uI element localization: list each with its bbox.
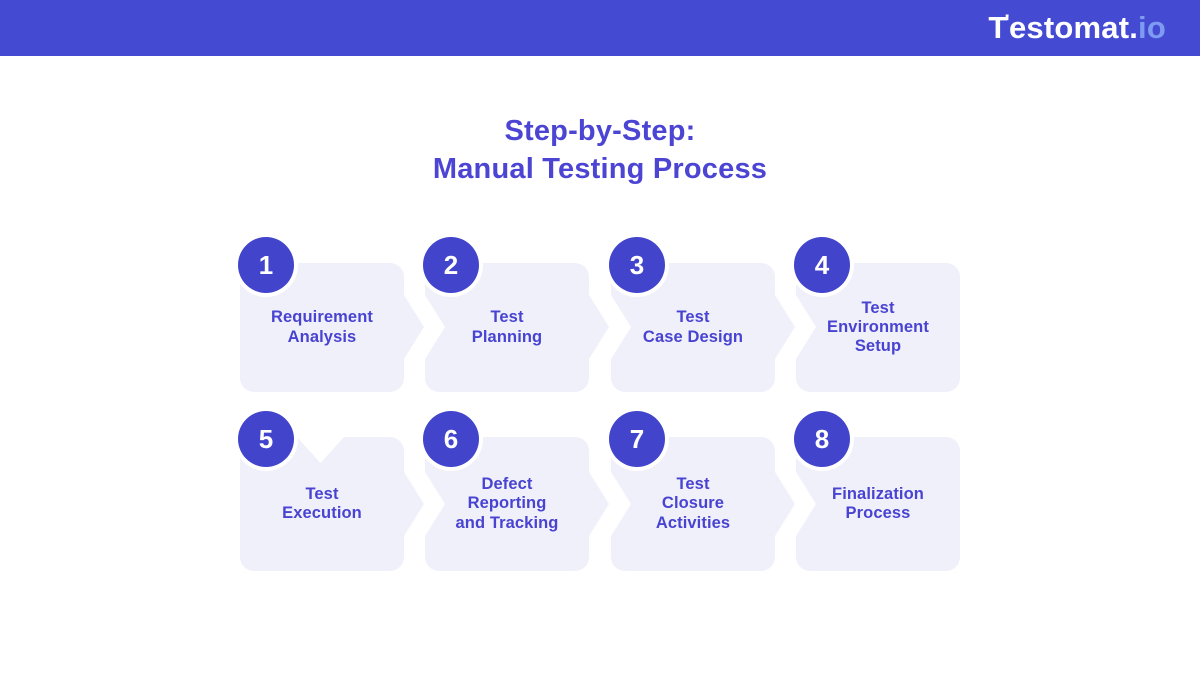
chevron-notch <box>796 472 816 536</box>
logo-tick-icon: ' <box>1004 10 1010 35</box>
step-card-1: 1 Requirement Analysis <box>238 237 424 392</box>
step-number-3: 3 <box>629 249 645 280</box>
step-number-7: 7 <box>629 423 645 454</box>
page-title-line-2: Manual Testing Process <box>432 153 768 185</box>
step-card-3: 3 Test Case Design <box>609 237 795 392</box>
step-number-badge-5: 5 <box>238 411 294 467</box>
step-number-badge-4: 4 <box>794 237 850 293</box>
header-bar: T'estomat.io <box>0 0 1200 56</box>
chevron-notch <box>796 295 816 359</box>
step-label-6: Defect Reporting and Tracking <box>455 475 559 532</box>
step-card-7: 7 Test Closure Activities <box>609 411 795 571</box>
step-label-2: Test Planning <box>471 308 543 346</box>
chevron-notch <box>425 295 445 359</box>
step-label-1: Requirement Analysis <box>271 308 373 346</box>
arrow-right-connector <box>404 472 424 536</box>
step-card-4: 4 Test Environment Setup <box>794 237 960 392</box>
page-title: Step-by-Step: Manual Testing Process <box>0 112 1200 188</box>
logo-t: T <box>988 10 1008 45</box>
arrow-right-connector <box>775 472 795 536</box>
logo-suffix: io <box>1138 10 1166 45</box>
step-number-5: 5 <box>258 423 274 454</box>
step-number-1: 1 <box>258 249 274 280</box>
step-card-6: 6 Defect Reporting and Tracking <box>423 411 609 571</box>
step-number-6: 6 <box>443 423 459 454</box>
step-label-4: Test Environment Setup <box>827 298 929 356</box>
step-number-badge-1: 1 <box>238 237 294 293</box>
logo-rest: estomat. <box>1008 10 1139 45</box>
step-number-badge-6: 6 <box>423 411 479 467</box>
step-label-8: Finalization Process <box>832 484 924 522</box>
step-card-8: 8 Finalization Process <box>794 411 960 571</box>
step-number-badge-2: 2 <box>423 237 479 293</box>
chevron-notch <box>425 472 445 536</box>
page-title-line-1: Step-by-Step: <box>504 115 696 147</box>
step-card-2: 2 Test Planning <box>423 237 609 392</box>
step-number-4: 4 <box>814 249 830 280</box>
step-number-badge-3: 3 <box>609 237 665 293</box>
step-number-2: 2 <box>443 249 459 280</box>
step-number-8: 8 <box>814 423 830 454</box>
chevron-notch <box>611 472 631 536</box>
arrow-right-connector <box>589 295 609 359</box>
step-label-3: Test Case Design <box>642 308 744 346</box>
step-number-badge-8: 8 <box>794 411 850 467</box>
step-label-5: Test Execution <box>282 484 362 522</box>
step-number-badge-7: 7 <box>609 411 665 467</box>
step-label-7: Test Closure Activities <box>655 475 731 532</box>
arrow-right-connector <box>775 295 795 359</box>
step-card-5: 5 Test Execution <box>238 411 424 571</box>
arrow-right-connector <box>589 472 609 536</box>
chevron-notch <box>611 295 631 359</box>
arrow-right-connector <box>404 295 424 359</box>
chevron-down-notch <box>297 437 344 463</box>
testomat-logo: T'estomat.io <box>988 10 1166 46</box>
